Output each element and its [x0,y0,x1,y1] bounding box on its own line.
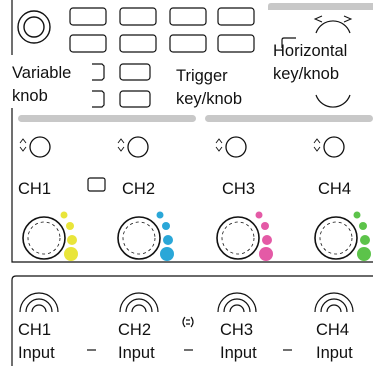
ch1-scale-knob-icon[interactable] [22,216,66,260]
horizontal-label: Horizontal [273,42,347,60]
function-key[interactable] [169,34,207,53]
function-key[interactable] [119,90,151,108]
horizontal-label-2: key/knob [273,65,339,83]
ground-terminal-icon[interactable] [182,316,194,328]
horizontal-panel-bar [268,3,373,10]
ch2-indicator-leds [156,211,174,261]
ch2-input-connector-icon[interactable] [119,292,159,313]
vertical-section-bar-left [18,115,196,122]
ch3-input-label-2: Input [220,344,257,362]
function-key[interactable] [69,34,107,53]
horizontal-position-arrows [313,15,353,23]
ch2-input-label-2: Input [118,344,155,362]
ch2-input-label: CH2 [118,321,151,339]
ch3-scale-knob-icon[interactable] [216,216,260,260]
function-key[interactable] [119,63,151,81]
ch4-indicator-leds [353,211,371,261]
ch3-position-knob-icon[interactable] [215,136,247,158]
ch4-input-label-2: Input [316,344,353,362]
function-key[interactable] [217,34,255,53]
horizontal-key-partial[interactable] [281,37,296,48]
function-key[interactable] [119,34,157,53]
function-key-partial[interactable] [92,90,105,108]
function-key[interactable] [169,7,207,26]
ch3-label: CH3 [222,180,255,198]
variable-knob-label: Variable [12,64,71,82]
ch4-position-knob-icon[interactable] [313,136,345,158]
ch1-label: CH1 [18,180,51,198]
horizontal-knob-icon[interactable] [315,20,351,34]
function-key[interactable] [217,7,255,26]
ch4-input-connector-icon[interactable] [314,292,354,313]
function-key[interactable] [69,7,107,26]
trigger-label-2: key/knob [176,90,242,108]
ch3-indicator-leds [255,211,273,261]
ch3-input-connector-icon[interactable] [217,292,257,313]
ch1-input-label: CH1 [18,321,51,339]
function-key-partial[interactable] [92,63,105,81]
input-panel-outline [11,275,373,366]
horizontal-scale-knob-icon[interactable] [315,94,351,108]
top-panel-outline [11,0,373,263]
ch2-scale-knob-icon[interactable] [117,216,161,260]
small-key[interactable] [87,177,106,192]
ch1-input-connector-icon[interactable] [19,292,59,313]
ch1-position-knob-icon[interactable] [19,136,51,158]
ch2-position-knob-icon[interactable] [117,136,149,158]
trigger-label: Trigger [176,67,228,85]
ch3-input-label: CH3 [220,321,253,339]
ch4-input-label: CH4 [316,321,349,339]
ch1-indicator-leds [60,211,78,261]
function-keys [69,7,255,108]
function-key[interactable] [119,7,157,26]
ch2-label: CH2 [122,180,155,198]
ch4-scale-knob-icon[interactable] [314,216,358,260]
variable-knob-icon[interactable] [17,10,51,44]
ch1-input-label-2: Input [18,344,55,362]
ch4-label: CH4 [318,180,351,198]
vertical-section-bar-right [205,115,373,122]
variable-knob-label-2: knob [12,87,48,105]
